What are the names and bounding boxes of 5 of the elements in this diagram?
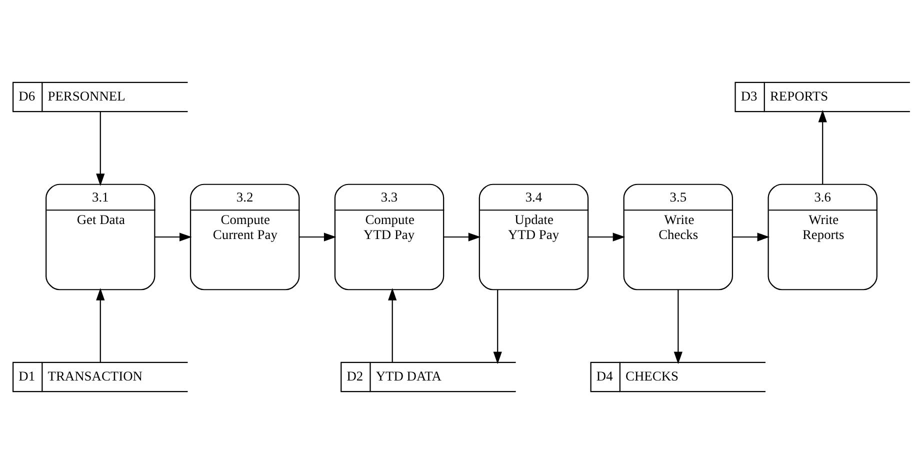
node-text: D4 CHECKS bbox=[596, 368, 679, 384]
node-text: D2 YTD DATA bbox=[346, 368, 442, 384]
node-text: D6 PERSONNEL bbox=[18, 88, 126, 104]
node-text: D1 TRANSACTION bbox=[18, 368, 142, 384]
node-text: D3 REPORTS bbox=[740, 88, 828, 104]
